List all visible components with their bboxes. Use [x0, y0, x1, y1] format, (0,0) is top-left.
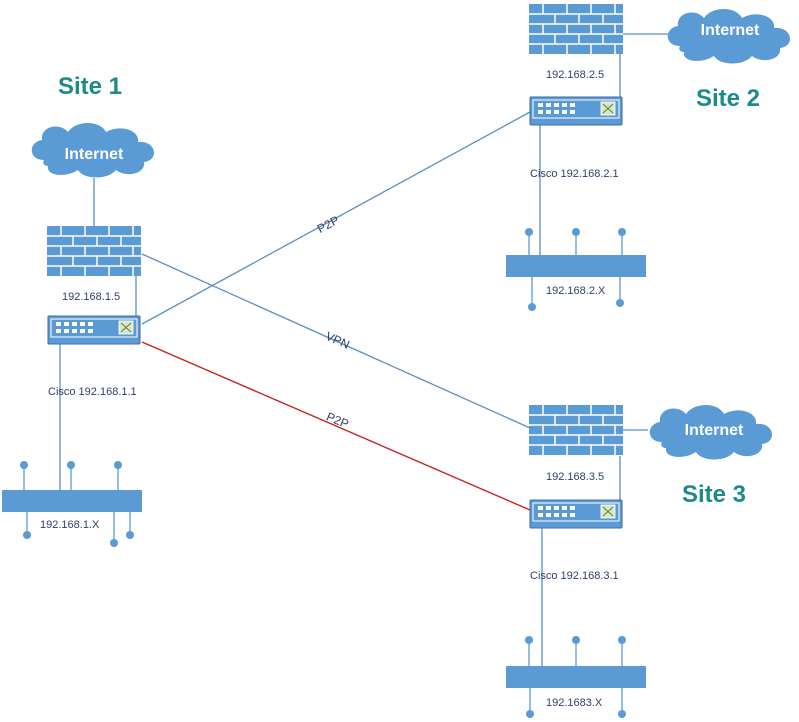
site3-switch-icon — [529, 499, 623, 529]
site2-hub-icon — [506, 228, 646, 311]
link-label-p2p-site1-site2: P2P — [315, 213, 342, 236]
site2-cloud-icon: Internet — [667, 9, 791, 64]
site2: Site 2 Internet 192.168.2.5 Cisco 192.16… — [506, 3, 791, 311]
wires — [59, 33, 668, 666]
site3-firewall-icon — [528, 404, 624, 456]
site1-firewall-ip: 192.168.1.5 — [62, 291, 120, 303]
site2-lan-label: 192.168.2.X — [546, 285, 606, 297]
site2-switch-icon — [529, 96, 623, 126]
site1-cloud-label: Internet — [65, 146, 124, 163]
site3-switch-label: Cisco 192.168.3.1 — [530, 570, 619, 582]
site3-cloud-icon: Internet — [649, 405, 773, 460]
site1-lan-label: 192.168.1.X — [40, 519, 100, 531]
link-label-p2p-site1-site3: P2P — [324, 409, 350, 431]
site3-lan-label: 192.1683.X — [546, 697, 603, 709]
site1-title: Site 1 — [58, 73, 122, 100]
site1-hub-icon — [2, 461, 142, 547]
site2-cloud-label: Internet — [701, 22, 760, 39]
site3-hub-icon — [506, 636, 646, 718]
site3-firewall-ip: 192.168.3.5 — [546, 471, 604, 483]
link-label-vpn-site1-site3: VPN — [324, 329, 352, 352]
site1-switch-icon — [47, 315, 141, 345]
link-p2p-site1-site3 — [141, 341, 531, 511]
site2-title: Site 2 — [696, 85, 760, 112]
site2-switch-label: Cisco 192.168.2.1 — [530, 168, 619, 180]
site3-cloud-label: Internet — [685, 422, 744, 439]
site3-title: Site 3 — [682, 481, 746, 508]
site2-firewall-icon — [528, 3, 624, 55]
site1-cloud-icon: Internet — [31, 123, 155, 178]
link-p2p-site1-site2 — [141, 111, 531, 325]
link-vpn-site1-site3 — [141, 253, 531, 429]
site1: Site 1 Internet 192.168.1.5 Cisco 192.16… — [2, 73, 155, 547]
site2-firewall-ip: 192.168.2.5 — [546, 69, 604, 81]
site1-switch-label: Cisco 192.168.1.1 — [48, 386, 137, 398]
site3: Site 3 Internet 192.168.3.5 Cisco 192.16… — [506, 404, 773, 718]
site1-firewall-icon — [46, 225, 142, 277]
